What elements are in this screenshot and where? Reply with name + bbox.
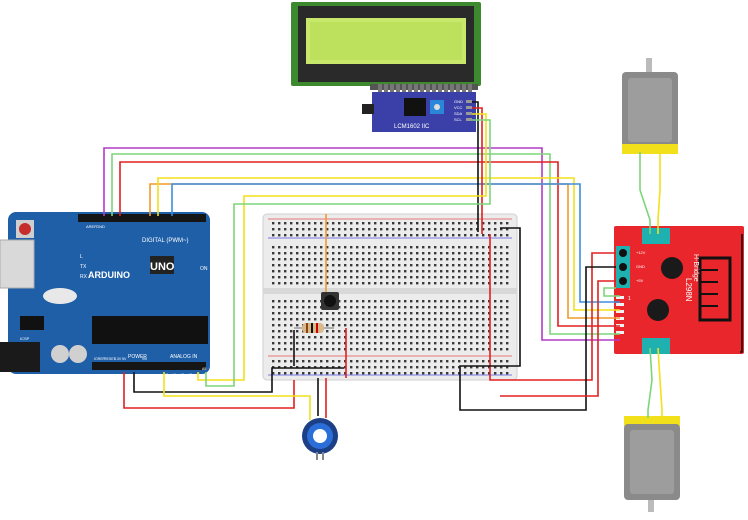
breadboard-holes xyxy=(272,222,509,375)
gnd-label: GND xyxy=(96,224,105,229)
i2c-jumper xyxy=(362,104,374,114)
wire-red-d11 xyxy=(119,161,620,327)
wire-hb-gnd-black xyxy=(459,227,616,411)
hbridge-12v-label: +12V xyxy=(636,250,646,255)
on-label: ON xyxy=(200,266,208,272)
hbridge-5v-label: +5V xyxy=(636,278,644,283)
hbridge-pcb xyxy=(614,226,744,354)
l298n-hbridge: H-Bridge L298N +12V GND +5V 1 xyxy=(614,226,744,354)
wire-i2c-vcc xyxy=(472,107,483,234)
icsp-label: ICSP xyxy=(20,336,30,341)
wire-yellow-d6 xyxy=(157,177,620,311)
lcd-display xyxy=(291,2,481,94)
motor-a-terminal xyxy=(642,228,670,244)
wire-hb-green-input xyxy=(603,287,620,297)
wire-hb-12v-red xyxy=(489,234,616,381)
capacitor-2 xyxy=(69,345,87,363)
power-analog-header xyxy=(92,362,206,370)
potentiometer xyxy=(302,418,338,460)
a2-label: A2 xyxy=(180,373,184,377)
a5-label: A5 xyxy=(202,367,206,371)
arduino-uno-board: AREF GND DIGITAL (PWM~) L TX RX ON ARDUI… xyxy=(0,212,210,377)
resistor xyxy=(294,323,334,333)
aref-label: AREF xyxy=(86,224,97,229)
dc-motor-bottom xyxy=(624,416,680,512)
wire-i2c-gnd xyxy=(472,101,479,232)
i2c-pin-gnd: GND xyxy=(454,99,463,104)
arduino-model: UNO xyxy=(150,261,175,273)
breadboard-center-channel xyxy=(263,288,517,294)
i2c-pin-scl: SCL xyxy=(454,117,463,122)
wire-hb-5v-red xyxy=(500,280,616,397)
hbridge-gnd-label: GND xyxy=(636,264,645,269)
led-rx-label: RX xyxy=(80,274,88,280)
dc-jack xyxy=(0,342,40,372)
ioref-label: IOREF xyxy=(94,357,105,361)
wire-i2c-sda xyxy=(197,113,487,381)
wire-motor-bottom-yellow xyxy=(657,347,663,418)
hbridge-capacitor-2 xyxy=(647,299,669,321)
crystal-oscillator xyxy=(43,288,77,304)
led-tx-label: TX xyxy=(80,264,87,270)
v5-label: 5V xyxy=(122,357,127,361)
led-l-label: L xyxy=(80,254,83,260)
i2c-pin-sda: SDA xyxy=(454,111,463,116)
wire-a0-yellow xyxy=(163,372,311,420)
wire-green-d12 xyxy=(111,153,620,335)
atmega-chip xyxy=(92,316,208,344)
push-button xyxy=(321,292,339,310)
v33-label: 3.3V xyxy=(114,357,122,361)
usb-port xyxy=(0,239,35,289)
hbridge-capacitor-1 xyxy=(661,257,683,279)
reset-label: RESET xyxy=(104,357,117,361)
wires xyxy=(103,101,743,420)
hbridge-title: H-Bridge xyxy=(692,254,699,282)
wire-purple-d13 xyxy=(103,147,620,341)
wire-motor-top-green xyxy=(639,152,651,234)
i2c-chip xyxy=(404,98,426,116)
a0-label: A0 xyxy=(164,373,168,377)
hbridge-chip-label: L298N xyxy=(684,278,693,302)
dc-motor-top xyxy=(622,58,678,154)
wire-blue-d5 xyxy=(171,183,620,303)
breadboard-body xyxy=(262,213,518,381)
digital-label: DIGITAL (PWM~) xyxy=(142,238,189,244)
digital-header xyxy=(78,214,206,222)
power-label: POWER xyxy=(128,354,147,360)
wire-5v-red xyxy=(123,372,295,409)
motor-b-terminal xyxy=(642,338,670,354)
vin-label: Vin xyxy=(142,357,147,361)
hbridge-input-label: 1 xyxy=(628,296,631,302)
wire-gnd-black xyxy=(133,367,344,393)
a3-label: A3 xyxy=(188,373,192,377)
i2c-label: LCM1602 IIC xyxy=(394,124,430,130)
wire-gnd-loop xyxy=(740,234,743,353)
heatsink xyxy=(698,256,732,322)
arduino-brand: ARDUINO xyxy=(88,270,130,280)
analog-label: ANALOG IN xyxy=(170,354,198,360)
a1-label: A1 xyxy=(172,373,176,377)
i2c-pin-vcc: VCC xyxy=(454,105,463,110)
breadboard xyxy=(262,213,518,381)
wire-i2c-scl xyxy=(205,119,491,387)
lcd-header-pins xyxy=(378,84,472,94)
i2c-module: LCM1602 IIC GND VCC SDA SCL xyxy=(362,92,476,132)
wire-motor-bottom-green xyxy=(647,347,653,418)
usb-chip xyxy=(150,256,174,274)
capacitor-1 xyxy=(51,345,69,363)
wire-motor-top-yellow xyxy=(657,152,661,234)
